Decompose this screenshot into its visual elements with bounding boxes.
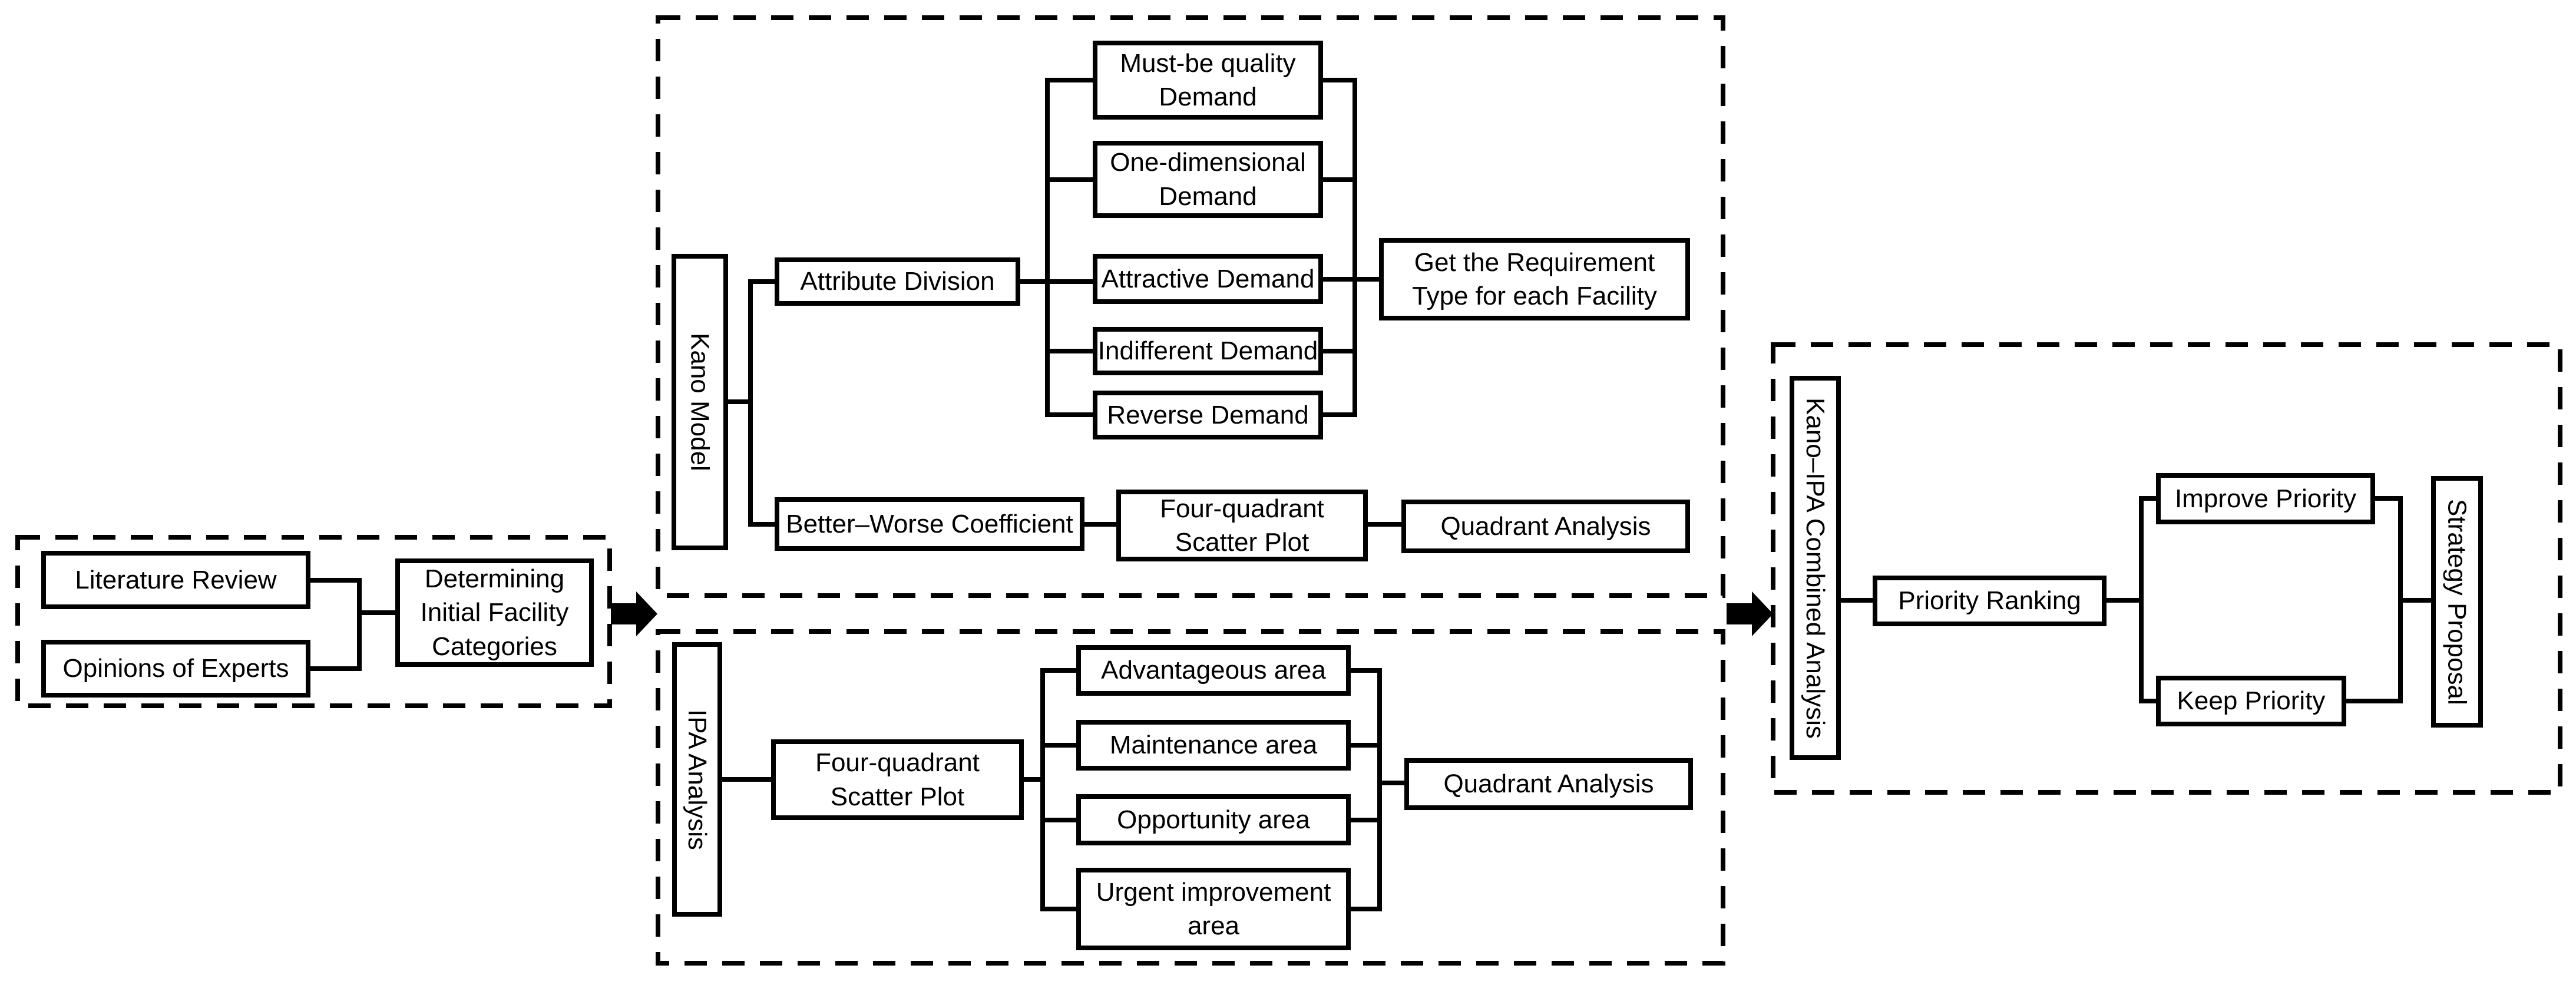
box-determining-initial-facility-categories: Determining Initial Facility Categories (395, 558, 594, 667)
connector-lines (310, 78, 2431, 911)
box-quadrant-analysis-kano: Quadrant Analysis (1401, 500, 1690, 553)
box-literature-review: Literature Review (41, 551, 310, 609)
box-get-requirement-type: Get the Requirement Type for each Facili… (1379, 238, 1690, 320)
box-urgent-improvement-area: Urgent improvement area (1076, 868, 1351, 950)
box-attribute-division: Attribute Division (775, 257, 1020, 306)
box-kano-ipa-combined-label: Kano–IPA Combined Analysis (1790, 376, 1841, 760)
box-better-worse-coefficient: Better–Worse Coefficient (775, 497, 1084, 551)
box-improve-priority: Improve Priority (2156, 473, 2375, 524)
box-opportunity-area: Opportunity area (1076, 794, 1351, 845)
box-attractive-demand: Attractive Demand (1093, 254, 1323, 304)
box-strategy-proposal: Strategy Proposal (2431, 476, 2483, 728)
box-advantageous-area: Advantageous area (1076, 645, 1351, 696)
group-frames (15, 15, 2562, 966)
box-maintenance-area: Maintenance area (1076, 720, 1351, 771)
box-opinions-of-experts: Opinions of Experts (41, 640, 310, 698)
box-ipa-analysis-label: IPA Analysis (672, 642, 722, 917)
box-must-be-quality-demand: Must-be quality Demand (1093, 41, 1323, 120)
box-kano-model-label: Kano Model (672, 254, 728, 550)
frame-kano-ipa-combined (1771, 342, 2562, 795)
frame-ipa-analysis (656, 629, 1725, 966)
box-keep-priority: Keep Priority (2156, 676, 2346, 726)
box-quadrant-analysis-ipa: Quadrant Analysis (1404, 758, 1693, 810)
frame-kano-model (656, 15, 1725, 598)
flow-arrow-icon (611, 591, 657, 636)
box-priority-ranking: Priority Ranking (1873, 576, 2107, 626)
frame-initial-categories (15, 535, 612, 708)
flow-arrow-icon (1727, 591, 1773, 636)
box-reverse-demand: Reverse Demand (1093, 391, 1323, 439)
box-one-dimensional-demand: One-dimensional Demand (1093, 141, 1323, 218)
box-indifferent-demand: Indifferent Demand (1093, 327, 1323, 375)
box-four-quadrant-scatter-plot-kano: Four-quadrant Scatter Plot (1116, 490, 1368, 561)
flow-arrows (611, 591, 1773, 636)
box-four-quadrant-scatter-plot-ipa: Four-quadrant Scatter Plot (771, 739, 1024, 820)
